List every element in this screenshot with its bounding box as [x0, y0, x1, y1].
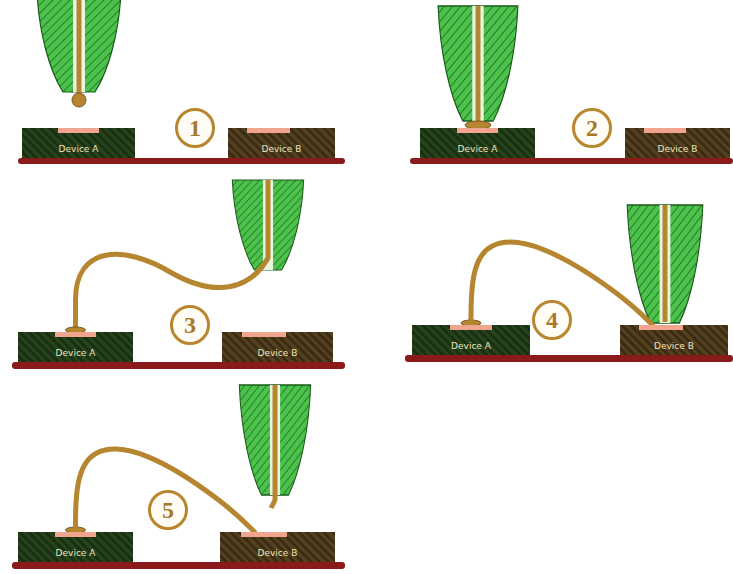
device-label: Device B [258, 348, 298, 359]
bond-pad [242, 332, 286, 337]
bond-pad [241, 532, 287, 537]
bond-pad [55, 532, 96, 537]
callout-number: 2 [586, 115, 598, 141]
device-label: Device A [59, 144, 99, 155]
bond-wire [77, 0, 82, 96]
bond-pad [457, 128, 498, 133]
bond-pad [644, 128, 686, 133]
substrate [410, 158, 733, 164]
device-die: Device B [625, 128, 730, 158]
wire-tail [271, 385, 275, 508]
bond-pad [450, 325, 492, 330]
device-die: Device A [412, 325, 530, 355]
device-label: Device B [658, 144, 698, 155]
callout-number: 5 [162, 497, 174, 523]
device-die: Device B [620, 325, 728, 355]
step-number-circle: 1 [175, 108, 215, 148]
device-die: Device A [18, 332, 133, 362]
bond-pad [639, 325, 682, 330]
device-label: Device A [458, 144, 498, 155]
substrate [18, 158, 345, 164]
device-label: Device A [451, 341, 491, 352]
callout-number: 1 [189, 115, 201, 141]
device-die: Device B [228, 128, 335, 158]
step-number-circle: 4 [532, 300, 572, 340]
bond-pad [55, 332, 96, 337]
device-label: Device B [262, 144, 302, 155]
step-number-circle: 5 [148, 490, 188, 530]
bond-pad [58, 128, 99, 133]
device-label: Device A [56, 548, 96, 559]
substrate [405, 355, 733, 362]
device-die: Device A [22, 128, 135, 158]
device-die: Device B [222, 332, 333, 362]
step-number-circle: 3 [170, 305, 210, 345]
step-number-circle: 2 [572, 108, 612, 148]
capillary [627, 205, 703, 323]
device-die: Device A [420, 128, 535, 158]
device-label: Device B [258, 548, 298, 559]
bond-wire [476, 6, 481, 124]
substrate [12, 362, 345, 369]
device-die: Device A [18, 532, 133, 562]
callout-number: 4 [546, 307, 558, 333]
device-label: Device B [654, 341, 694, 352]
substrate [12, 562, 345, 569]
bond-wire [76, 180, 269, 328]
device-label: Device A [56, 348, 96, 359]
bond-wire [663, 205, 668, 322]
device-die: Device B [220, 532, 335, 562]
bond-wire [76, 449, 255, 532]
callout-number: 3 [184, 312, 196, 338]
wire-ball [72, 93, 86, 107]
bond-pad [247, 128, 290, 133]
